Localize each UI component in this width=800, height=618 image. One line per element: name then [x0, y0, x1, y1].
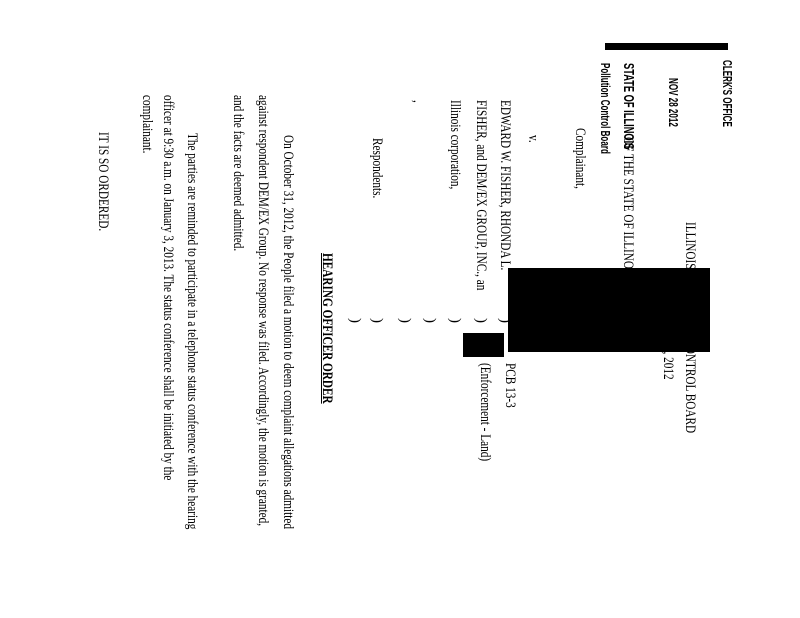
versus: v. [525, 135, 541, 143]
paragraph-line: officer at 9:30 a.m. on January 3, 2013.… [160, 95, 176, 481]
caption-paren: ) [422, 318, 438, 323]
closing-statement: IT IS SO ORDERED. [95, 132, 111, 232]
case-type: (Enforcement - Land) [477, 363, 493, 462]
stamp-clerks-office: CLERK'S OFFICE [720, 60, 735, 127]
respondent-line: EDWARD W. FISHER, RHONDA L. [497, 100, 513, 271]
redaction-box [508, 268, 710, 352]
paragraph-line: complainant. [139, 95, 155, 154]
order-title: HEARING OFFICER ORDER [319, 253, 335, 404]
respondent-line: FISHER, and DEM/EX GROUP, INC., an [473, 100, 489, 291]
paragraph-line: against respondent DEM/EX Group. No resp… [255, 95, 271, 527]
stamp-date: NOV 28 2012 [666, 78, 681, 127]
case-number: PCB 13-3 [502, 363, 518, 408]
paragraph-line: and the facts are deemed admitted. [230, 95, 246, 252]
redaction-bar [605, 43, 728, 50]
caption-paren: ) [473, 318, 489, 323]
complainant-label: Complainant, [572, 128, 588, 189]
redaction-box-small [463, 333, 504, 357]
respondents-label: Respondents. [369, 138, 385, 199]
caption-paren: ) [369, 318, 385, 323]
paragraph-line: On October 31, 2012, the People filed a … [280, 135, 296, 529]
caption-paren: ) [397, 318, 413, 323]
complainant-name: OF THE STATE OF ILLINOIS, [620, 137, 636, 282]
stamp-board: Pollution Control Board [598, 63, 613, 154]
paragraph-line: The parties are reminded to participate … [184, 133, 200, 530]
respondent-line: Illinois corporation, [447, 100, 463, 190]
caption-paren: ) [347, 318, 363, 323]
stray-mark: , [410, 100, 426, 103]
caption-paren: ) [447, 318, 463, 323]
